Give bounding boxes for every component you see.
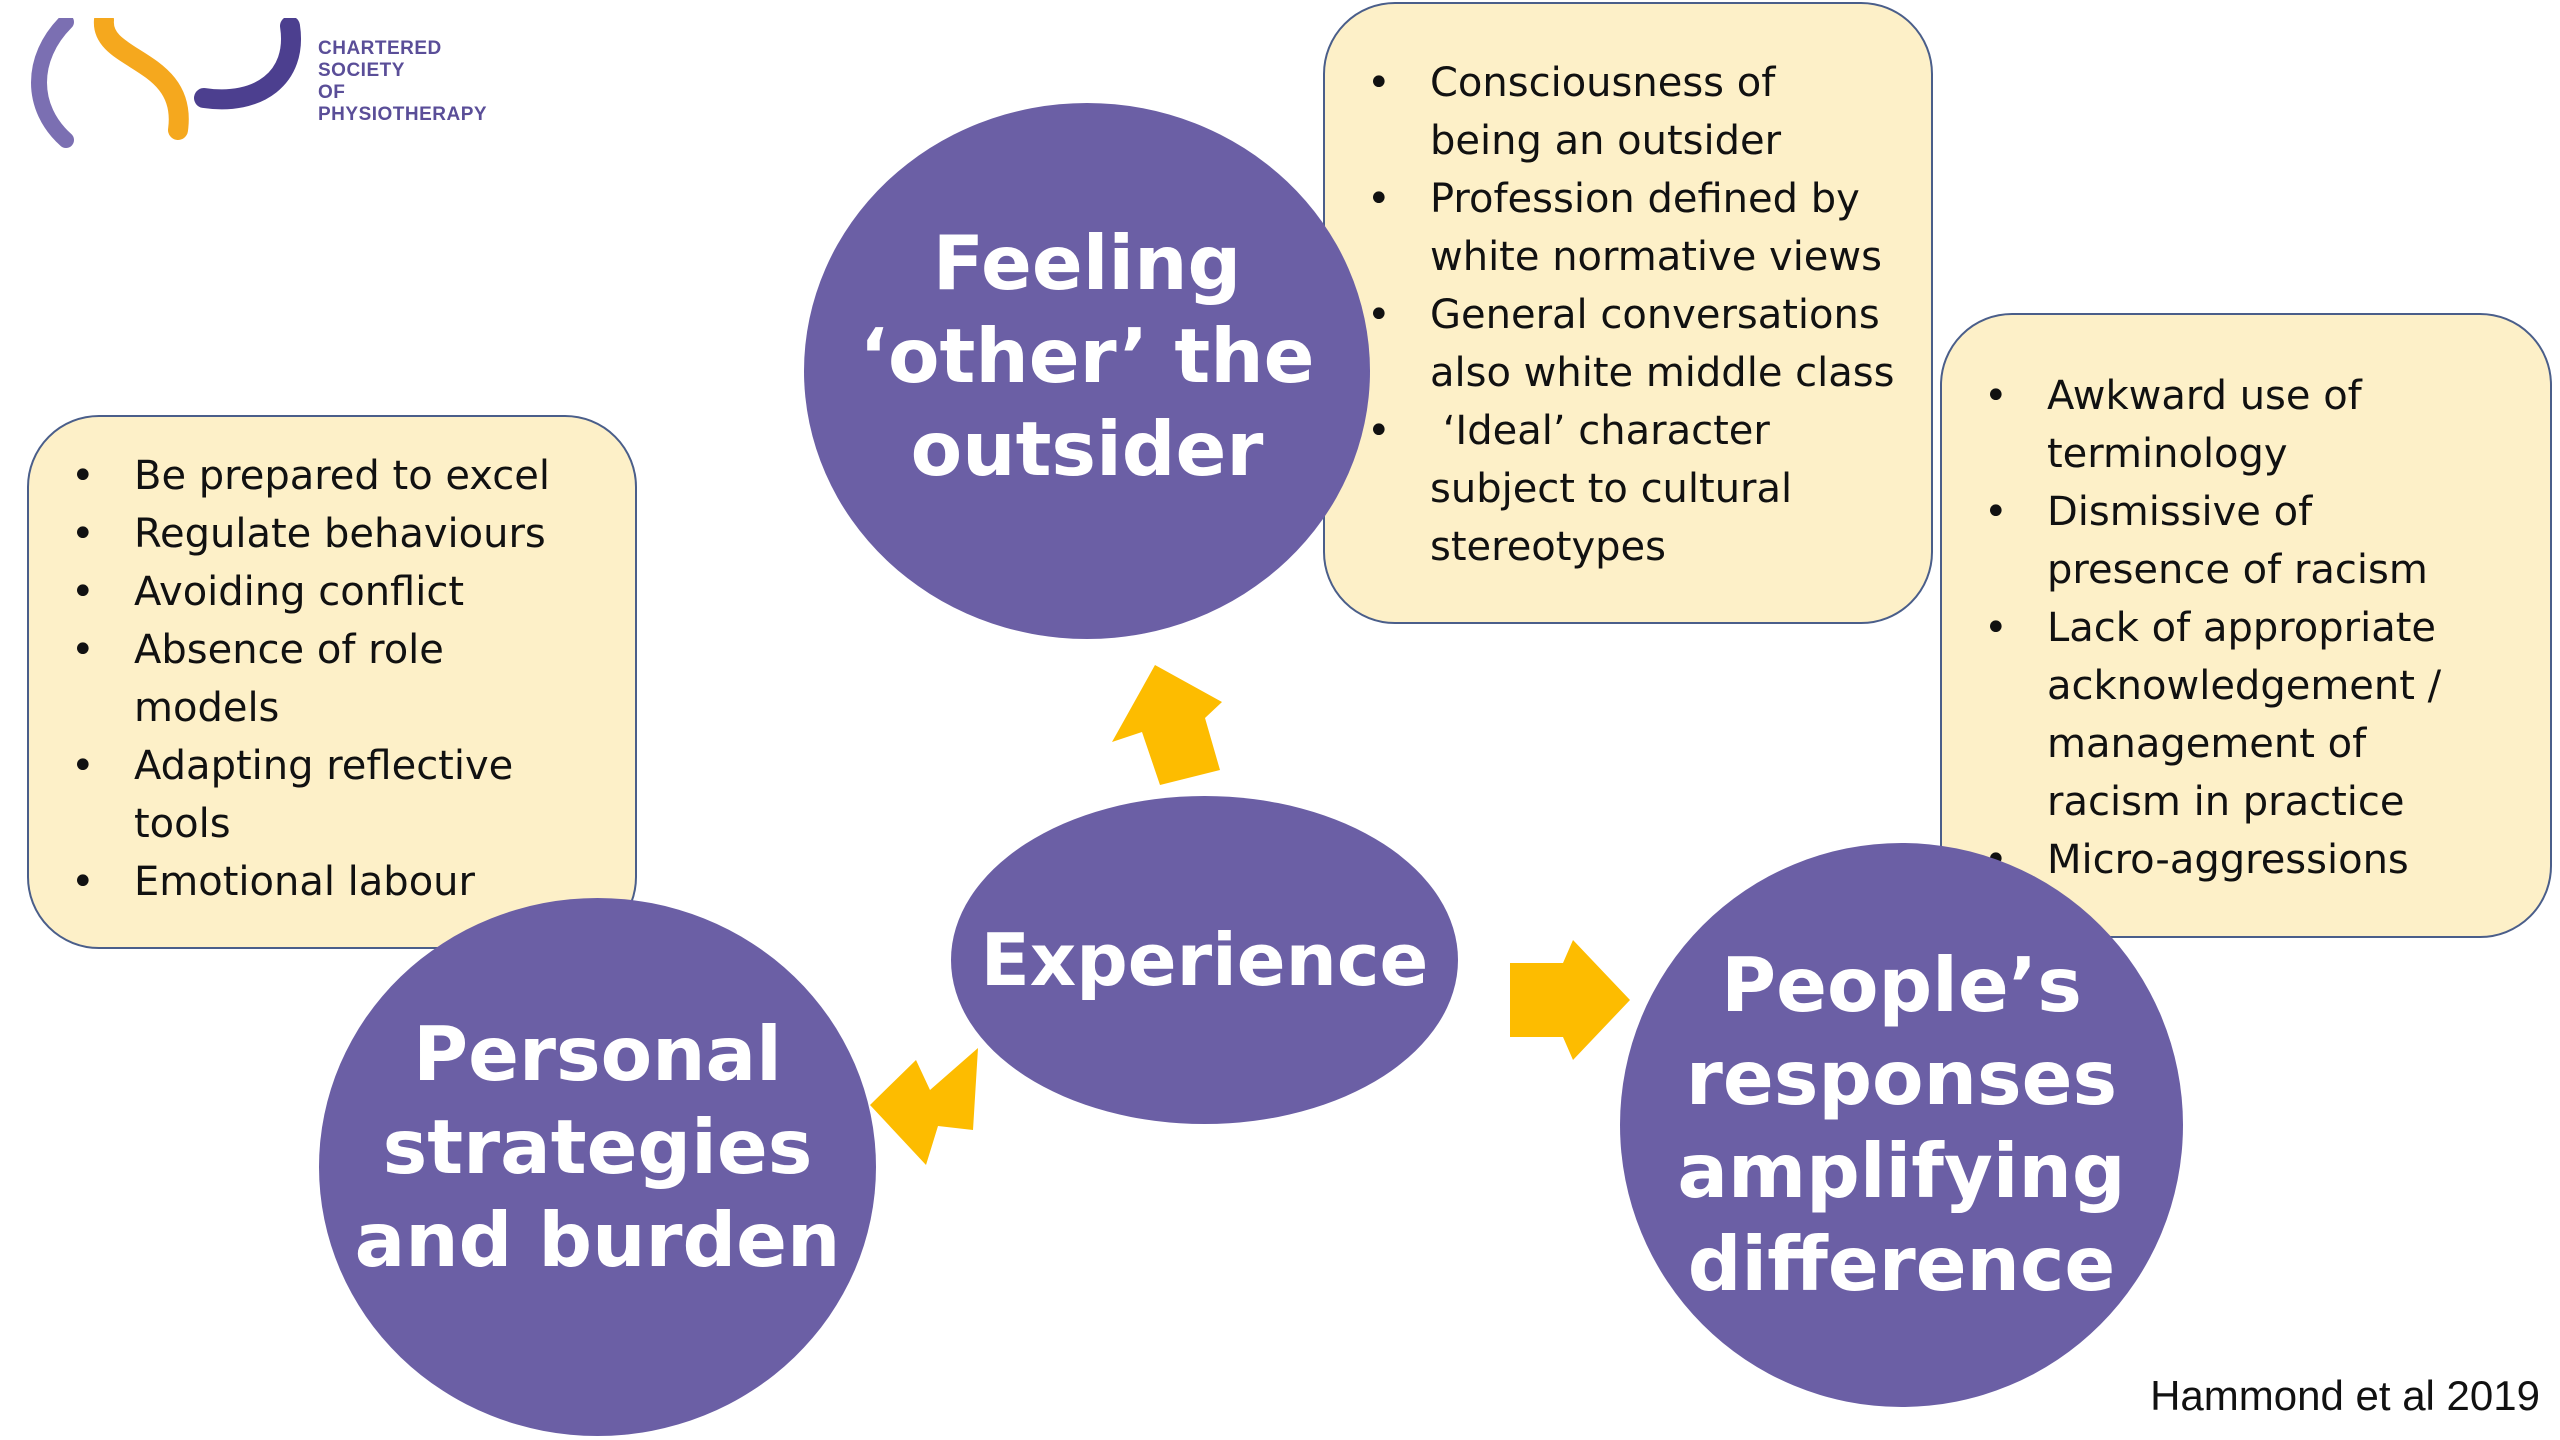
list-item-line: terminology [2047,431,2288,477]
list-item-line: Profession defined by [1430,176,1860,222]
list-item-line: Lack of appropriate [2047,605,2437,651]
circle-label: People’s responses amplifying difference [1677,939,2125,1311]
list-item-line: Consciousness of [1430,60,1776,106]
list-item-line: Absence of role [134,627,444,673]
csp-logo-mark [31,10,301,148]
list-item-line: management of [2047,721,2367,767]
list-item-line: Dismissive of [2047,489,2313,535]
list-item-line: tools [134,801,231,847]
list-item-line: Awkward use of [2047,373,2362,419]
list-item-line: ‘Ideal’ character [1430,408,1770,454]
circle-label-line: amplifying [1677,1127,2126,1215]
circle-label-line: strategies [382,1102,813,1191]
circle-label-line: and burden [354,1195,841,1284]
list-item: • Absence of role models [29,621,635,737]
list-item-line: acknowledgement / [2047,663,2442,709]
list-item: • Regulate behaviours [29,505,635,563]
list-item-line: racism in practice [2047,779,2405,825]
list-item-line: General conversations [1430,292,1880,338]
personal-details-box: • Be prepared to excel • Regulate behaviou… [27,415,637,949]
bullet-icon: • [1367,408,1391,454]
logo-text-line: OF [318,82,346,103]
list-item: • Be prepared to excel [29,447,635,505]
feeling-details-box: • Consciousness of being an outsider • Prof… [1323,2,1933,624]
circle-label-line: Experience [980,918,1429,1002]
circle-label-line: outsider [910,404,1264,493]
bullet-icon: • [1367,60,1391,106]
list-item-line: Emotional labour [134,859,475,905]
list-item-line: white normative views [1430,234,1882,280]
list-item: • Dismissive of presence of racism [1942,483,2550,599]
logo-text-line: PHYSIOTHERAPY [318,104,488,125]
list-item-line: models [134,685,280,731]
list-item-line: presence of racism [2047,547,2428,593]
personal-details-list: • Be prepared to excel • Regulate behaviou… [29,447,635,911]
csp-logo: CHARTERED SOCIETY OF PHYSIOTHERAPY [18,10,487,148]
list-item: • Emotional labour [29,853,635,911]
personal-strategies-circle: Personal strategies and burden [319,898,876,1436]
list-item-line: also white middle class [1430,350,1895,396]
bullet-icon: • [1984,605,2008,651]
circle-label-line: Personal [413,1009,782,1098]
circle-label-line: People’s [1721,941,2082,1029]
circle-label-line: ‘other’ the [859,311,1315,400]
bullet-icon: • [1984,373,2008,419]
list-item: • Awkward use of terminology [1942,367,2550,483]
circle-label: Feeling ‘other’ the outsider [860,217,1315,496]
list-item: • General conversations also white middle … [1325,286,1931,402]
list-item-line: Regulate behaviours [134,511,546,557]
list-item-line: stereotypes [1430,524,1666,570]
list-item: • ‘Ideal’ character subject to cultural st… [1325,402,1931,576]
arrow-up-icon [1112,665,1222,785]
list-item: • Avoiding conflict [29,563,635,621]
list-item: • Adapting reflective tools [29,737,635,853]
responses-details-box: • Awkward use of terminology • Dismissive o… [1940,313,2552,938]
bullet-icon: • [71,859,95,905]
logo-text-line: SOCIETY [318,60,405,81]
bullet-icon: • [71,569,95,615]
bullet-icon: • [1984,489,2008,535]
list-item: • Lack of appropriate acknowledgement / man… [1942,599,2550,831]
circle-label-line: Feeling [932,218,1242,307]
list-item-line: Be prepared to excel [134,453,550,499]
bullet-icon: • [71,743,95,789]
list-item-line: subject to cultural [1430,466,1793,512]
bullet-icon: • [1367,176,1391,222]
list-item-line: Micro-aggressions [2047,837,2409,883]
list-item-line: Adapting reflective [134,743,514,789]
bullet-icon: • [1367,292,1391,338]
logo-text-line: CHARTERED [318,38,442,59]
logo-text: CHARTERED SOCIETY OF PHYSIOTHERAPY [318,38,487,126]
list-item-line: being an outsider [1430,118,1782,164]
list-item: •Micro-aggressions [1942,831,2550,889]
citation: Hammond et al 2019 [2150,1372,2540,1419]
bullet-icon: • [71,627,95,673]
experience-circle: Experience [951,796,1458,1124]
feeling-details-list: • Consciousness of being an outsider • Prof… [1325,54,1931,576]
arrow-right-icon [1510,940,1630,1060]
circle-label: Personal strategies and burden [355,1008,841,1287]
responses-details-list: • Awkward use of terminology • Dismissive o… [1942,367,2550,889]
list-item: • Consciousness of being an outsider [1325,54,1931,170]
bullet-icon: • [71,453,95,499]
peoples-responses-circle: People’s responses amplifying difference [1620,843,2183,1407]
list-item-line: Avoiding conflict [134,569,465,615]
list-item: • Profession defined by white normative vi… [1325,170,1931,286]
circle-label-line: difference [1687,1220,2116,1308]
feeling-other-circle: Feeling ‘other’ the outsider [804,103,1370,639]
arrow-down-left-icon [870,1048,978,1165]
bullet-icon: • [71,511,95,557]
circle-label-line: responses [1685,1034,2118,1122]
